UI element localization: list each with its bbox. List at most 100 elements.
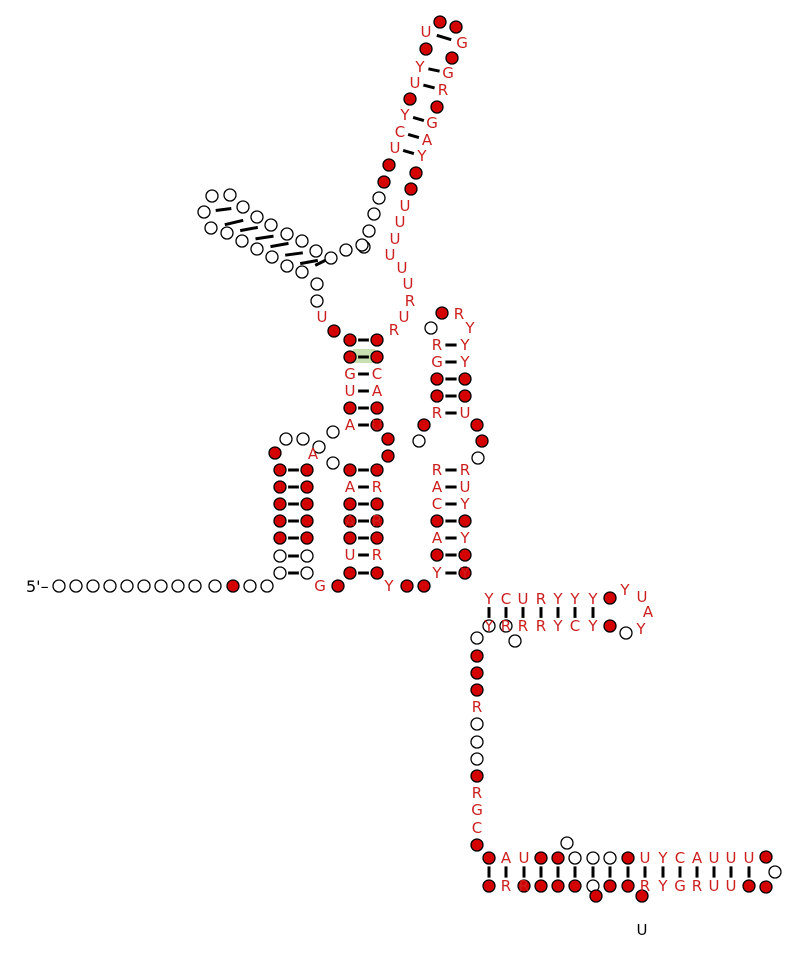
nucleotide: [295, 234, 309, 248]
nucleotide-label: U: [372, 416, 383, 434]
conserved-nucleotide: [300, 463, 314, 477]
conserved-nucleotide: [430, 100, 444, 114]
conserved-nucleotide: [470, 769, 484, 783]
nucleotide-label: U: [403, 275, 414, 293]
nucleotide-label: G: [471, 801, 483, 819]
nucleotide-label: R: [454, 305, 464, 323]
nucleotide-label: R: [432, 461, 442, 479]
nucleotide: [471, 451, 485, 465]
nucleotide: [280, 227, 294, 241]
conserved-nucleotide: [430, 389, 444, 403]
nucleotide-label: Y: [569, 590, 580, 608]
nucleotide-label: U: [640, 849, 651, 867]
nucleotide-label: G: [426, 114, 438, 132]
conserved-nucleotide: [430, 372, 444, 386]
conserved-nucleotide: [759, 850, 773, 864]
nucleotide: [86, 579, 100, 593]
nucleotide: [372, 191, 386, 205]
nucleotide: [250, 242, 264, 256]
base-pair-bond: [402, 148, 415, 156]
nucleotide-label: U: [460, 404, 471, 422]
nucleotide: [326, 456, 340, 470]
nucleotide-label: R: [640, 877, 650, 895]
nucleotide-label: G: [674, 877, 686, 895]
nucleotide-label: A: [432, 478, 443, 496]
conserved-nucleotide: [759, 880, 773, 894]
nucleotide: [243, 579, 257, 593]
conserved-nucleotide: [430, 548, 444, 562]
conserved-nucleotide: [343, 401, 357, 415]
conserved-nucleotide: [417, 579, 431, 593]
conserved-nucleotide: [268, 446, 282, 460]
base-pair-bond: [436, 33, 452, 42]
conserved-nucleotide: [470, 666, 484, 680]
nucleotide-label: U: [397, 259, 408, 277]
conserved-nucleotide: [370, 418, 384, 432]
nucleotide-label: Y: [459, 336, 470, 354]
conserved-nucleotide: [343, 333, 357, 347]
nucleotide: [300, 566, 314, 580]
conserved-nucleotide: [343, 463, 357, 477]
conserved-nucleotide: [382, 158, 396, 172]
nucleotide-label: U: [460, 478, 471, 496]
nucleotide-label: G: [431, 353, 443, 371]
conserved-nucleotide: [475, 434, 489, 448]
nucleotide: [250, 210, 264, 224]
nucleotide-label: R: [432, 404, 442, 422]
nucleotide-label: U: [709, 877, 720, 895]
conserved-nucleotide: [534, 879, 548, 893]
nucleotide-label: U: [345, 546, 356, 564]
nucleotide-label: U: [395, 213, 406, 231]
nucleotide-label: A: [501, 849, 512, 867]
conserved-nucleotide: [343, 514, 357, 528]
conserved-nucleotide: [470, 683, 484, 697]
nucleotide: [137, 579, 151, 593]
nucleotide: [235, 234, 249, 248]
nucleotide-label: A: [692, 849, 703, 867]
nucleotide-label: U: [421, 23, 432, 41]
nucleotide-label: A: [345, 416, 356, 434]
nucleotides: [52, 15, 782, 903]
nucleotide: [171, 579, 185, 593]
nucleotide-label: U: [518, 590, 529, 608]
conserved-nucleotide: [458, 566, 472, 580]
nucleotide-label: A: [643, 603, 654, 621]
conserved-nucleotide: [381, 432, 395, 446]
nucleotide-label: A: [432, 529, 443, 547]
conserved-nucleotide: [370, 401, 384, 415]
nucleotide: [312, 440, 326, 454]
conserved-nucleotide: [273, 497, 287, 511]
nucleotide-label: Y: [459, 495, 470, 513]
nucleotide: [568, 851, 582, 865]
nucleotide: [326, 425, 340, 439]
nucleotide-label: R: [501, 877, 511, 895]
conserved-nucleotide: [621, 851, 635, 865]
base-pair-bond: [270, 241, 289, 249]
nucleotide: [470, 752, 484, 766]
conserved-nucleotide: [327, 324, 341, 338]
nucleotide: [482, 619, 496, 633]
conserved-nucleotide: [273, 463, 287, 477]
nucleotide: [208, 579, 222, 593]
base-pair-bond: [299, 258, 319, 266]
conserved-nucleotide: [430, 514, 444, 528]
nucleotide-label: R: [432, 336, 442, 354]
base-pair-bond: [284, 251, 304, 257]
nucleotide: [204, 221, 218, 235]
nucleotide: [499, 619, 513, 633]
nucleotide-label: U: [317, 308, 328, 326]
nucleotide: [324, 251, 338, 265]
conserved-nucleotide: [568, 879, 582, 893]
nucleotide-label: U: [385, 246, 396, 264]
nucleotide: [768, 865, 782, 879]
conserved-nucleotide: [435, 306, 449, 320]
conserved-nucleotide: [300, 480, 314, 494]
conserved-nucleotide: [449, 20, 463, 34]
conserved-nucleotide: [517, 879, 531, 893]
conserved-nucleotide: [273, 531, 287, 545]
nucleotide: [412, 434, 426, 448]
nucleotide: [339, 243, 353, 257]
nucleotide: [560, 836, 574, 850]
nucleotide-label: C: [395, 123, 405, 141]
